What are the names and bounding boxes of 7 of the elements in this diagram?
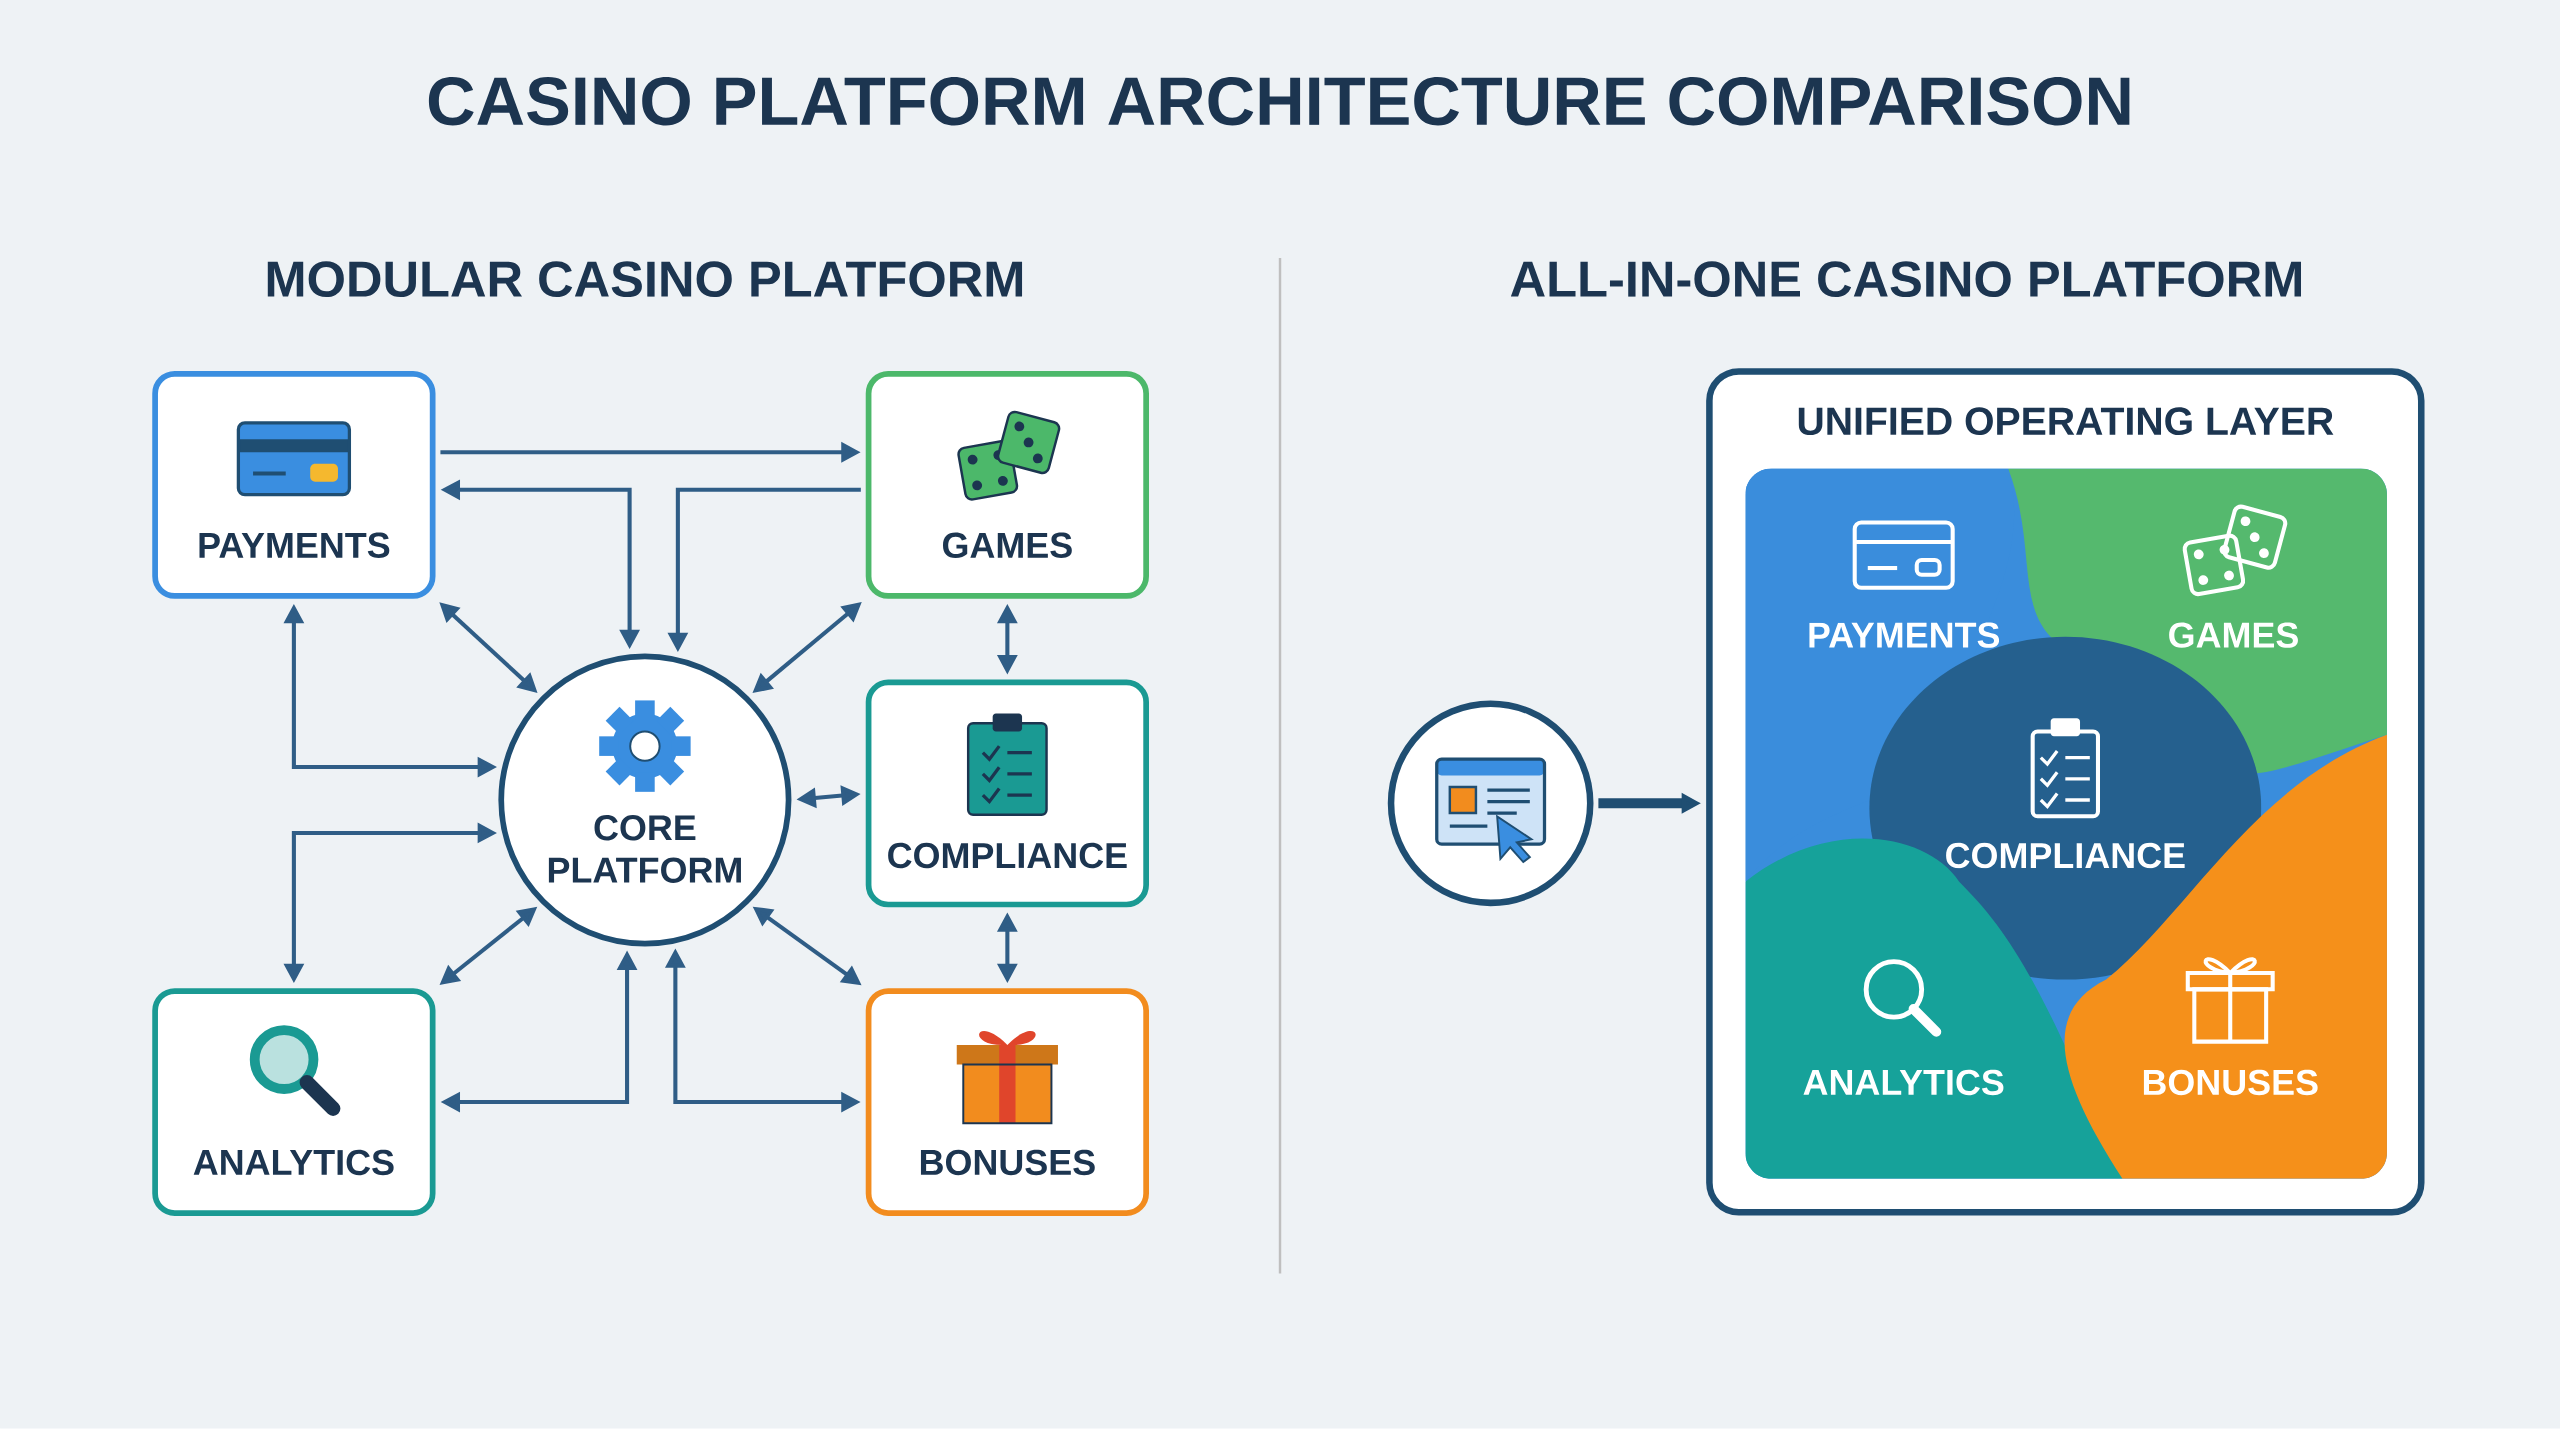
section-heading: MODULAR CASINO PLATFORM [267, 261, 1023, 298]
section-heading: ALL-IN-ONE CASINO PLATFORM [1510, 261, 2301, 298]
module-box: ANALYTICS [152, 988, 436, 1217]
browser-circle [1387, 700, 1594, 907]
title: CASINO PLATFORM ARCHITECTURE COMPARISON [428, 77, 2130, 126]
module-box: GAMES [865, 371, 1149, 599]
puzzle-piece: GAMES [2008, 468, 2387, 774]
